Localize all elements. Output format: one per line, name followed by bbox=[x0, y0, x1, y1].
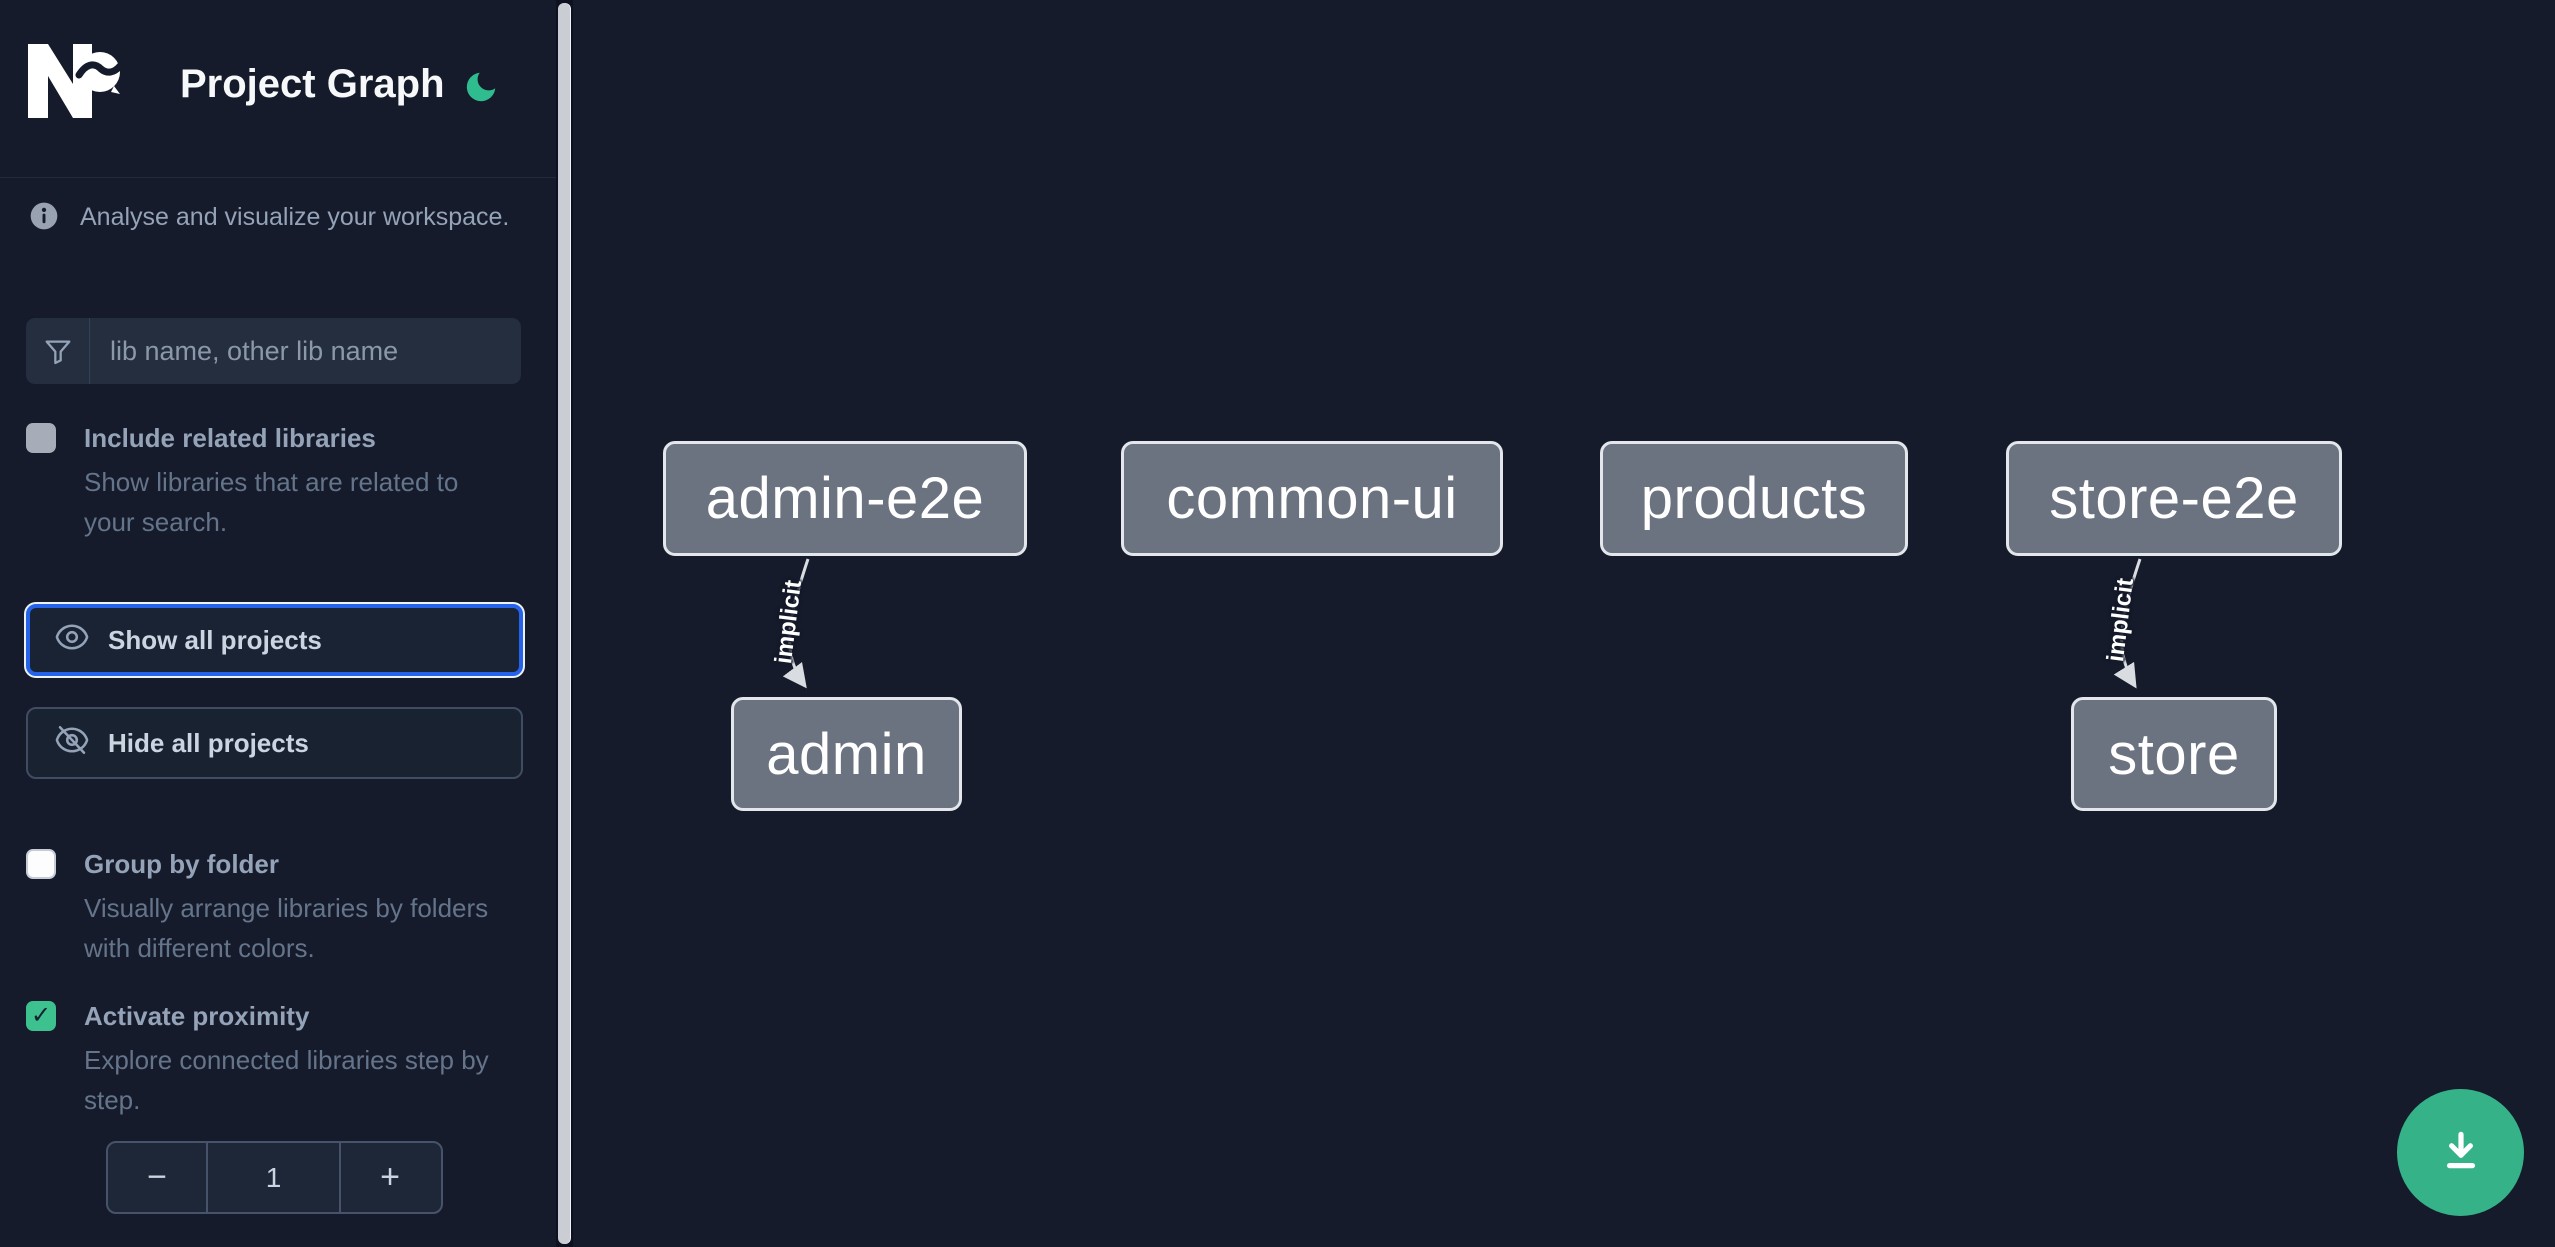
option-description: Visually arrange libraries by folders wi… bbox=[84, 893, 489, 963]
eye-off-icon bbox=[54, 722, 90, 765]
tagline-text: Analyse and visualize your workspace. bbox=[80, 203, 510, 231]
graph-node-store-e2e[interactable]: store-e2e bbox=[2006, 441, 2342, 556]
graph-node-products[interactable]: products bbox=[1600, 441, 1908, 556]
option-activate-proximity: ✓ Activate proximity Explore connected l… bbox=[26, 998, 528, 1120]
moon-icon bbox=[462, 72, 500, 109]
proximity-depth-value: 1 bbox=[206, 1143, 341, 1212]
hide-all-projects-label: Hide all projects bbox=[108, 727, 309, 758]
edge-store-e2e-store bbox=[2113, 558, 2142, 689]
edge-admin-e2e-admin bbox=[782, 558, 810, 689]
hide-all-projects-button[interactable]: Hide all projects bbox=[26, 707, 523, 779]
increment-button[interactable]: + bbox=[341, 1143, 439, 1212]
theme-toggle-button[interactable] bbox=[462, 68, 500, 109]
nx-logo bbox=[26, 42, 124, 125]
option-label: Include related libraries bbox=[84, 423, 376, 453]
decrement-button[interactable]: − bbox=[108, 1143, 206, 1212]
search-input[interactable] bbox=[90, 318, 521, 384]
workspace-info-row: Analyse and visualize your workspace. bbox=[28, 200, 509, 237]
funnel-icon bbox=[26, 318, 90, 384]
activate-proximity-checkbox[interactable]: ✓ bbox=[26, 1001, 56, 1031]
filter-search-box bbox=[26, 318, 521, 384]
option-label: Group by folder bbox=[84, 849, 279, 879]
show-all-projects-label: Show all projects bbox=[108, 624, 322, 655]
download-image-button[interactable] bbox=[2397, 1089, 2524, 1216]
option-include-related-libraries: Include related libraries Show libraries… bbox=[26, 420, 528, 542]
eye-icon bbox=[54, 619, 90, 662]
option-label: Activate proximity bbox=[84, 1001, 310, 1031]
option-description: Show libraries that are related to your … bbox=[84, 467, 459, 537]
include-related-checkbox[interactable] bbox=[26, 423, 56, 453]
option-group-by-folder: Group by folder Visually arrange librari… bbox=[26, 846, 528, 968]
checkmark-icon: ✓ bbox=[30, 1002, 52, 1029]
group-by-folder-checkbox[interactable] bbox=[26, 849, 56, 879]
graph-node-admin[interactable]: admin bbox=[731, 697, 962, 811]
page-title: Project Graph bbox=[180, 62, 445, 106]
graph-node-store[interactable]: store bbox=[2071, 697, 2277, 811]
download-icon bbox=[2436, 1126, 2486, 1179]
info-icon bbox=[28, 200, 60, 237]
sidebar-header: Project Graph bbox=[0, 0, 556, 178]
sidebar: Project Graph Analyse and visualize your… bbox=[0, 0, 556, 1247]
option-description: Explore connected libraries step by step… bbox=[84, 1045, 489, 1115]
graph-node-admin-e2e[interactable]: admin-e2e bbox=[663, 441, 1027, 556]
sidebar-scrollbar-thumb[interactable] bbox=[558, 3, 570, 1244]
graph-node-common-ui[interactable]: common-ui bbox=[1121, 441, 1503, 556]
show-all-projects-button[interactable]: Show all projects bbox=[26, 604, 523, 676]
sidebar-scrollbar-track[interactable] bbox=[556, 0, 573, 1247]
proximity-depth-stepper: − 1 + bbox=[106, 1141, 443, 1214]
